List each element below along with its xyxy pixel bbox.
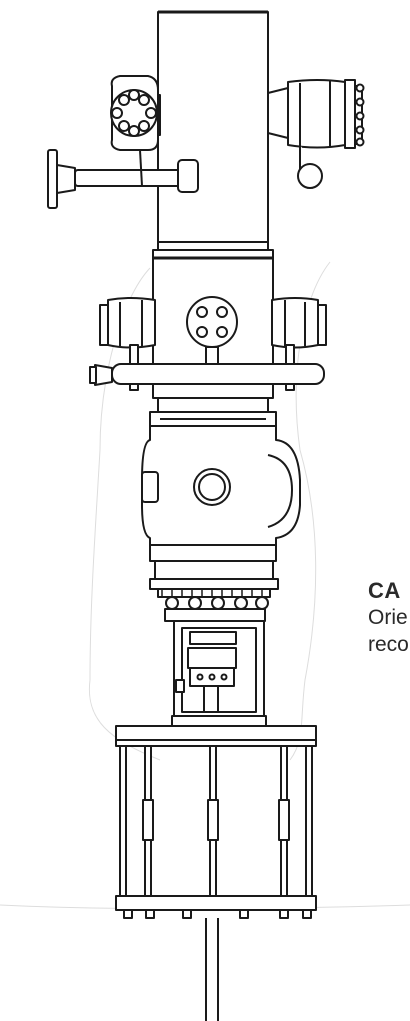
side-valve <box>267 79 365 189</box>
lower-frame <box>115 725 317 919</box>
flange-valve <box>110 75 161 151</box>
flange-ring <box>149 397 277 427</box>
caption-line-1: Orie <box>368 606 408 629</box>
stem <box>205 918 219 1021</box>
side-handle <box>47 149 199 209</box>
middle-spool <box>89 256 327 399</box>
upper-body <box>152 10 274 259</box>
caption-line-2: reco <box>368 633 409 656</box>
bottom-flange <box>149 560 279 622</box>
caption-title: CA <box>368 578 401 603</box>
actuator-housing <box>171 620 267 727</box>
caption: CA Orie reco <box>368 578 410 658</box>
ram-body <box>141 425 301 562</box>
